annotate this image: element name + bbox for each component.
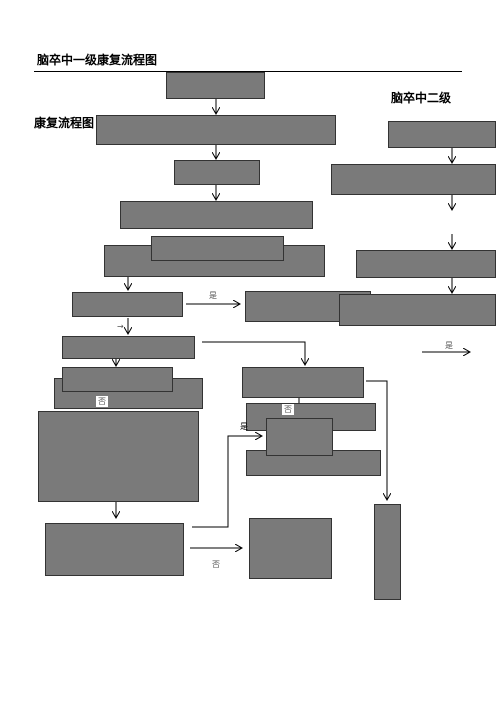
flow-box-2 <box>96 115 336 145</box>
secondary-flow-title: 脑卒中二级 <box>391 91 452 105</box>
flow-box-bottom-left <box>45 523 184 576</box>
flow-box-decision-1 <box>72 292 183 317</box>
secondary-box-4 <box>339 294 496 326</box>
flow-box-large <box>38 411 199 502</box>
flow-box-4 <box>120 201 313 229</box>
label-no-bottom: 否 <box>212 560 220 569</box>
label-yes-right: 是 <box>445 341 453 350</box>
secondary-box-2 <box>331 164 496 195</box>
flow-box-branch <box>242 367 364 398</box>
flow-box-7-front <box>62 367 173 392</box>
label-no-mid-right: 否 <box>282 404 294 415</box>
label-arrow-mark: → <box>117 322 124 331</box>
arrow-loop-yes <box>192 436 262 528</box>
label-yes-top: 是 <box>209 291 217 300</box>
flow-box-bottom-mid <box>249 518 332 579</box>
arrow-right-column <box>366 380 387 500</box>
page-title: 脑卒中一级康复流程图 <box>37 53 158 67</box>
label-yes-mid: 是 <box>240 422 248 431</box>
primary-flow-title: 康复流程图 <box>34 116 95 130</box>
secondary-box-3 <box>356 250 496 278</box>
label-no-mid-left: 否 <box>96 396 108 407</box>
arrow-branch-right <box>202 341 305 365</box>
header-rule <box>34 71 462 72</box>
flow-box-branch-front <box>266 418 333 456</box>
flow-box-5-front <box>151 236 284 261</box>
flow-box-3 <box>174 160 260 185</box>
flow-box-start <box>166 72 265 99</box>
flow-box-tall <box>374 504 401 600</box>
secondary-box-1 <box>388 121 496 148</box>
flow-box-6 <box>62 336 195 359</box>
